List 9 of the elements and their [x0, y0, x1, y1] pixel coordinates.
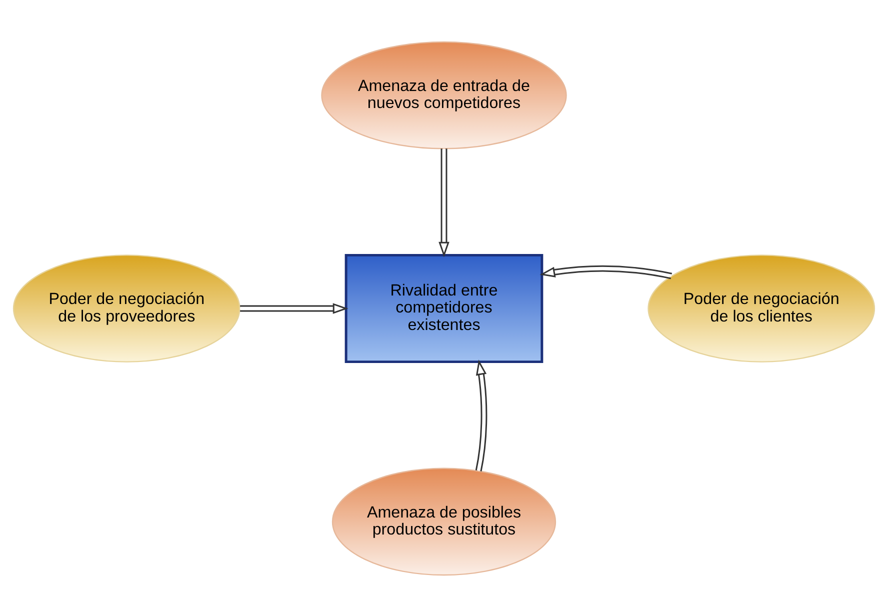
node-ellipse: Poder de negociación de los clientes — [648, 254, 876, 362]
arrow — [240, 302, 348, 314]
node-box: Rivalidad entre competidores existentes — [344, 253, 544, 363]
arrow — [540, 264, 672, 279]
node-ellipse: Amenaza de posibles productos sustitutos — [332, 467, 556, 576]
arrow — [475, 359, 488, 471]
arrow — [438, 148, 450, 257]
node-ellipse: Poder de negociación de los proveedores — [12, 254, 240, 362]
node-ellipse: Amenaza de entrada de nuevos competidores — [321, 40, 567, 149]
